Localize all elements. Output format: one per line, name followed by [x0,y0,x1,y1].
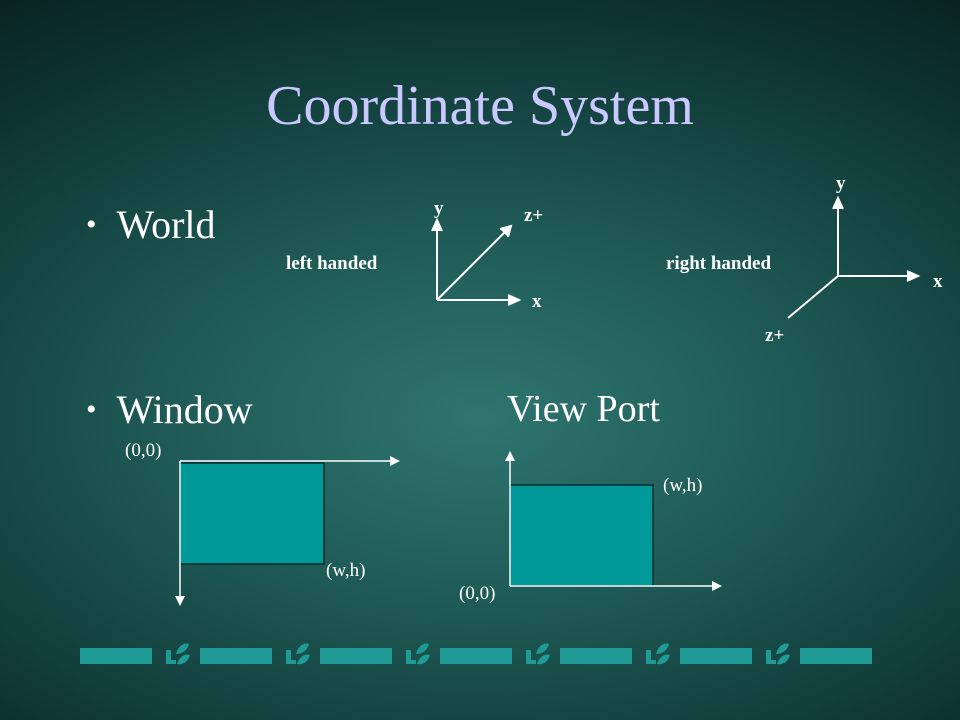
lh-x-label: x [532,291,542,312]
rh-y-arrowhead-icon [832,195,844,210]
lh-x-arrowhead-icon [507,294,522,306]
footer-bar [800,648,872,664]
footer-bar [80,648,152,664]
viewport-x-arrowhead-icon [712,581,722,591]
footer-bar [560,648,632,664]
plant-icon [286,643,310,665]
rh-z-label: z+ [765,325,785,346]
footer-bar [200,648,272,664]
viewport-diagram [505,451,722,591]
lh-z-arrowhead-icon [499,224,513,238]
right-handed-label: right handed [666,253,772,274]
plant-icon [766,643,790,665]
lh-z-label: z+ [524,205,544,226]
bullet-world: • World [86,205,216,245]
slide-title: Coordinate System [266,75,694,137]
lh-y-arrowhead-icon [431,217,443,232]
window-origin-label: (0,0) [125,440,162,461]
lh-z-axis [436,227,510,301]
rh-x-arrowhead-icon [906,270,921,282]
plant-icon [646,643,670,665]
viewport-corner-label: (w,h) [663,475,703,496]
bullet-world-text: World [116,202,216,247]
viewport-y-arrowhead-icon [505,451,515,461]
bullet-dot-icon: • [86,393,97,426]
plant-icon [166,643,190,665]
viewport-rect [509,484,654,587]
footer-bar [680,648,752,664]
bullet-window: • Window [86,390,253,430]
viewport-heading: View Port [507,388,660,430]
rh-y-label: y [836,173,846,194]
window-rect [179,462,325,565]
right-handed-axes [787,195,921,319]
viewport-origin-label: (0,0) [459,583,496,604]
footer-bar [440,648,512,664]
window-corner-label: (w,h) [326,560,366,581]
footer-bar [320,648,392,664]
plant-icon [526,643,550,665]
plant-icon [406,643,430,665]
decorative-footer [80,643,872,665]
window-x-arrowhead-icon [390,456,400,466]
window-y-arrowhead-icon [175,596,185,606]
bullet-dot-icon: • [86,208,97,241]
left-handed-axes [431,217,522,306]
lh-y-label: y [434,198,444,219]
window-diagram [175,456,400,606]
rh-z-axis [787,275,839,319]
rh-x-label: x [933,271,943,292]
bullet-window-text: Window [116,387,253,432]
left-handed-label: left handed [286,253,378,274]
